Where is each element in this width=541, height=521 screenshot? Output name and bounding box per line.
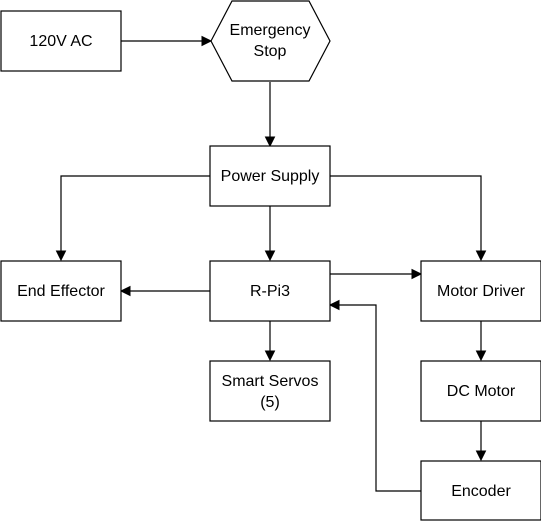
- node-120v-ac-label: 120V AC: [29, 33, 92, 50]
- node-smart-servos-label-line-1: Smart Servos: [222, 373, 319, 390]
- node-end-effector-box: [0, 260, 122, 322]
- edge-power-supply-to-rpi: [264, 206, 276, 262]
- edge-ac-to-estop: [121, 35, 213, 47]
- edge-power-supply-to-motor-driver: [330, 175, 487, 262]
- node-power-supply: Power Supply: [209, 145, 331, 207]
- node-motor-driver-box: [420, 260, 541, 322]
- edge-power-supply-to-end-effector: [55, 175, 210, 262]
- edge-rpi-to-end-effector: [119, 285, 210, 297]
- edge-dc-motor-to-encoder: [475, 421, 487, 462]
- node-power-supply-label: Power Supply: [221, 168, 320, 185]
- node-rpi: R-Pi3: [209, 260, 331, 322]
- node-end-effector: End Effector: [0, 260, 122, 322]
- edge-estop-to-power-supply: [264, 82, 276, 148]
- edge-motor-driver-to-dc-motor: [475, 321, 487, 362]
- node-smart-servos-label-line-2: (5): [260, 394, 280, 411]
- node-encoder-box: [420, 460, 541, 521]
- node-dc-motor: DC Motor: [420, 360, 541, 422]
- node-smart-servos: Smart Servos (5): [209, 360, 331, 422]
- node-dc-motor-label: DC Motor: [447, 383, 516, 400]
- node-emergency-stop-label-line-1: Emergency: [230, 22, 311, 39]
- node-motor-driver-label: Motor Driver: [437, 283, 526, 300]
- node-dc-motor-box: [420, 360, 541, 422]
- edge-encoder-to-rpi: [328, 299, 421, 492]
- edge-rpi-to-motor-driver: [330, 268, 423, 280]
- connectors: [55, 35, 487, 492]
- node-emergency-stop-label-line-2: Stop: [254, 43, 287, 60]
- edge-rpi-to-smart-servos: [264, 321, 276, 362]
- node-120v-ac-box: [0, 10, 122, 72]
- node-end-effector-label: End Effector: [17, 283, 105, 300]
- node-emergency-stop: Emergency Stop: [210, 0, 331, 82]
- node-encoder-label: Encoder: [451, 483, 511, 500]
- node-120v-ac: 120V AC: [0, 10, 122, 72]
- node-motor-driver: Motor Driver: [420, 260, 541, 322]
- node-emergency-stop-hexagon: [210, 0, 331, 82]
- node-encoder: Encoder: [420, 460, 541, 521]
- node-smart-servos-box: [209, 360, 331, 422]
- node-rpi-box: [209, 260, 331, 322]
- node-power-supply-box: [209, 145, 331, 207]
- node-rpi-label: R-Pi3: [250, 283, 290, 300]
